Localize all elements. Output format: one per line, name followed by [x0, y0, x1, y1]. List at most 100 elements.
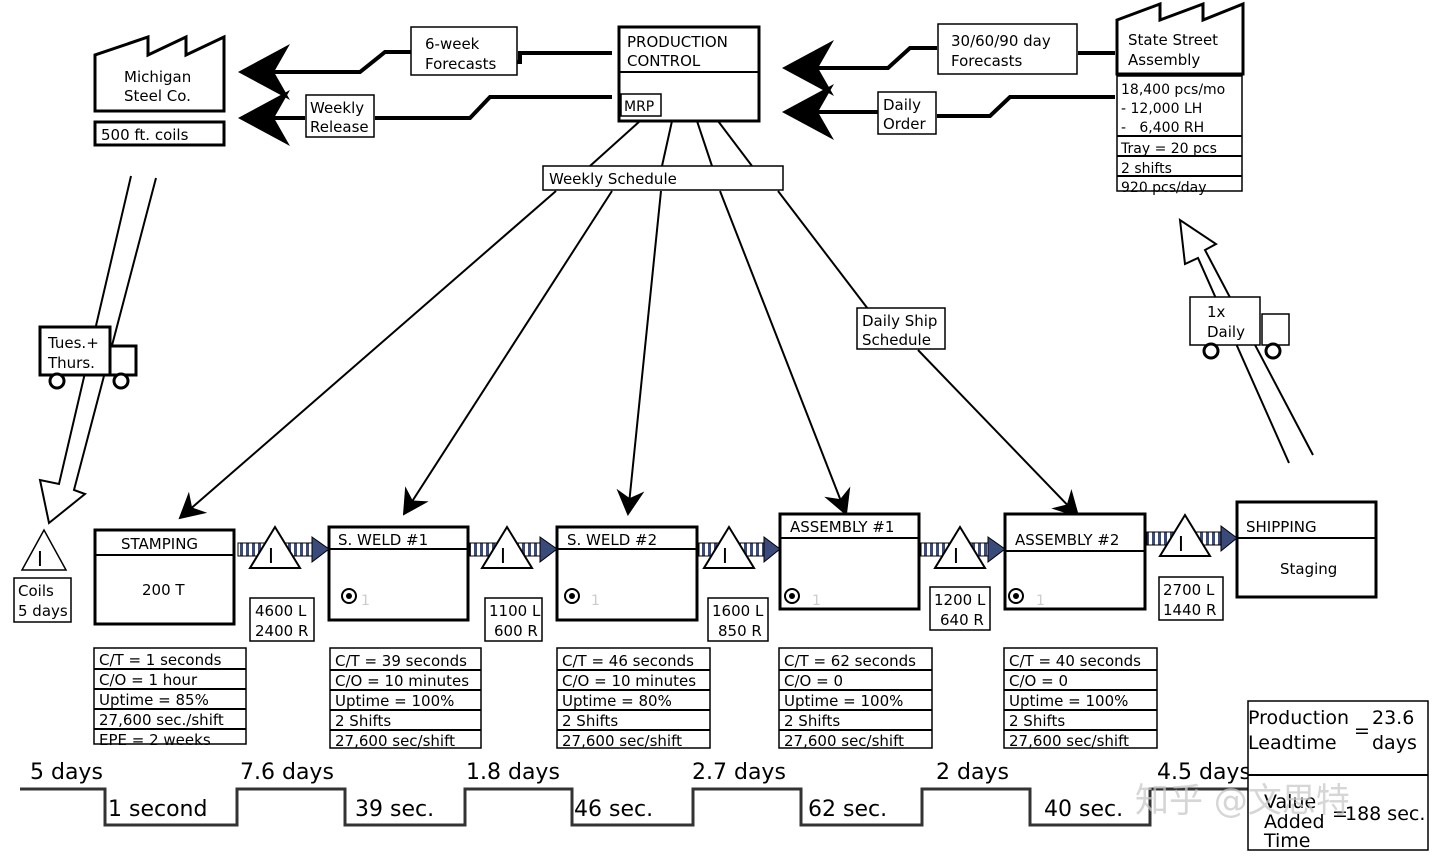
- data-row: 27,600 sec/shift: [1009, 732, 1129, 750]
- operator-icon: [341, 588, 357, 604]
- process-s-weld-1: S. WELD #1 1: [327, 525, 470, 622]
- timeline-time: 46 sec.: [574, 797, 653, 822]
- lead-value-line1: 23.6: [1372, 707, 1414, 729]
- data-row: C/O = 0: [1009, 672, 1068, 690]
- operator-count: 1: [591, 593, 600, 609]
- supplier-unit-box: 500 ft. coils: [93, 120, 226, 147]
- va-label-line2: Added: [1264, 811, 1325, 833]
- lead-label-line1: Production: [1248, 707, 1349, 729]
- inventory-triangle: I: [1158, 513, 1212, 557]
- info-flow-daily-order: Daily Order: [782, 84, 1115, 140]
- customer-row: - 12,000 LH: [1121, 101, 1202, 117]
- daily-ship-schedule-label: Daily Ship Schedule: [856, 307, 946, 350]
- inventory-quantity: 1200 L 640 R: [929, 586, 991, 631]
- weekly-schedule-text: Weekly Schedule: [549, 170, 677, 188]
- data-row: Uptime = 80%: [562, 692, 672, 710]
- customer-row: Tray = 20 pcs: [1120, 141, 1217, 157]
- timeline-time: 40 sec.: [1044, 797, 1123, 822]
- data-row: Uptime = 100%: [335, 692, 454, 710]
- inventory-symbol: I: [953, 544, 959, 568]
- inventory-quantity: 1100 L 600 R: [484, 597, 543, 642]
- data-box-s-weld-1: C/T = 39 seconds C/O = 10 minutes Uptime…: [329, 647, 482, 750]
- timeline-days: 7.6 days: [240, 760, 334, 785]
- data-row: 2 Shifts: [784, 712, 840, 730]
- timeline-days: 5 days: [30, 760, 103, 785]
- data-row: 2 Shifts: [335, 712, 391, 730]
- info-flow-forecasts-from-customer: 30/60/90 day Forecasts: [782, 23, 1115, 96]
- outbound-shipment-arrow: [1178, 217, 1314, 464]
- data-box-assembly-2: C/T = 40 seconds C/O = 0 Uptime = 100% 2…: [1003, 647, 1158, 750]
- data-row: C/T = 62 seconds: [784, 652, 916, 670]
- data-row: Uptime = 100%: [1009, 692, 1128, 710]
- data-row: 27,600 sec/shift: [784, 732, 904, 750]
- inventory-line1: 1100 L: [489, 602, 541, 620]
- inventory-quantity: 2700 L 1440 R: [1158, 576, 1224, 621]
- operator-count: 1: [812, 593, 821, 609]
- inventory-triangle: I: [480, 525, 534, 569]
- timeline-days: 1.8 days: [466, 760, 560, 785]
- process-name: ASSEMBLY #1: [790, 518, 894, 536]
- data-row: C/T = 46 seconds: [562, 652, 694, 670]
- outbound-truck-line1: 1x: [1207, 303, 1226, 321]
- raw-inventory-line1: Coils: [18, 582, 54, 600]
- info-flow-weekly-release: Weekly Release: [238, 90, 612, 146]
- data-row: C/T = 40 seconds: [1009, 652, 1141, 670]
- process-name: S. WELD #1: [338, 531, 428, 549]
- data-row: 27,600 sec/shift: [335, 732, 455, 750]
- forecasts-306090-line2: Forecasts: [951, 52, 1022, 70]
- weekly-release-line1: Weekly: [310, 99, 364, 117]
- inventory-line2: 2400 R: [255, 622, 308, 640]
- operator-icon: [784, 588, 800, 604]
- forecasts-306090-line1: 30/60/90 day: [951, 32, 1051, 50]
- info-flow-forecasts-to-supplier: 6-week Forecasts: [238, 26, 612, 100]
- data-box-assembly-1: C/T = 62 seconds C/O = 0 Uptime = 100% 2…: [778, 647, 933, 750]
- customer-row: 18,400 pcs/mo: [1121, 82, 1225, 98]
- data-row: 27,600 sec/shift: [562, 732, 682, 750]
- supplier-unit: 500 ft. coils: [101, 126, 189, 144]
- data-row: C/O = 0: [784, 672, 843, 690]
- forecasts-6wk-line2: Forecasts: [425, 55, 496, 73]
- process-body: 200 T: [142, 581, 185, 599]
- process-shipping: SHIPPING Staging: [1235, 500, 1378, 599]
- customer-row: - 6,400 RH: [1121, 120, 1204, 136]
- data-row: Uptime = 85%: [99, 691, 209, 709]
- inbound-shipment-arrow: [38, 175, 157, 525]
- inventory-triangle: I: [248, 525, 302, 569]
- production-control: PRODUCTION CONTROL MRP: [617, 25, 761, 123]
- daily-order-line1: Daily: [883, 96, 921, 114]
- process-s-weld-2: S. WELD #2 1: [555, 525, 699, 622]
- inventory-quantity: 1600 L 850 R: [707, 597, 769, 642]
- va-label-line1: Value: [1264, 791, 1316, 813]
- data-box-stamping: C/T = 1 seconds C/O = 1 hour Uptime = 85…: [93, 647, 247, 749]
- customer-name-line2: Assembly: [1128, 51, 1200, 69]
- customer-data-box: 18,400 pcs/mo - 12,000 LH - 6,400 RH Tra…: [1116, 75, 1243, 196]
- inbound-truck-icon: Tues.+ Thurs.: [38, 325, 138, 390]
- inventory-line2: 1440 R: [1163, 601, 1216, 619]
- va-equals: =: [1332, 803, 1348, 825]
- process-name: S. WELD #2: [567, 531, 657, 549]
- inventory-symbol: I: [1178, 532, 1184, 556]
- timeline: 5 days 7.6 days 1.8 days 2.7 days 2 days…: [20, 760, 1251, 827]
- weekly-release-line2: Release: [310, 118, 369, 136]
- data-box-s-weld-2: C/T = 46 seconds C/O = 10 minutes Uptime…: [556, 647, 711, 750]
- lead-value-line2: days: [1372, 732, 1417, 754]
- data-row: 27,600 sec./shift: [99, 711, 224, 729]
- mrp-label: MRP: [624, 99, 654, 115]
- timeline-days: 2 days: [936, 760, 1009, 785]
- timeline-time: 39 sec.: [355, 797, 434, 822]
- data-row: 2 Shifts: [1009, 712, 1065, 730]
- va-label-line3: Time: [1263, 830, 1311, 852]
- customer-row: 2 shifts: [1121, 161, 1172, 177]
- lead-label-line2: Leadtime: [1248, 732, 1337, 754]
- supplier-name-line2: Steel Co.: [124, 87, 191, 105]
- process-body: Staging: [1280, 560, 1337, 578]
- process-name: STAMPING: [121, 535, 198, 553]
- production-control-title-line2: CONTROL: [627, 52, 701, 70]
- inventory-line1: 1600 L: [712, 602, 764, 620]
- daily-ship-line2: Schedule: [862, 331, 931, 349]
- inventory-line2: 850 R: [718, 622, 762, 640]
- supplier-name-line1: Michigan: [124, 68, 191, 86]
- process-name: SHIPPING: [1246, 518, 1317, 536]
- inventory-symbol: I: [500, 544, 506, 568]
